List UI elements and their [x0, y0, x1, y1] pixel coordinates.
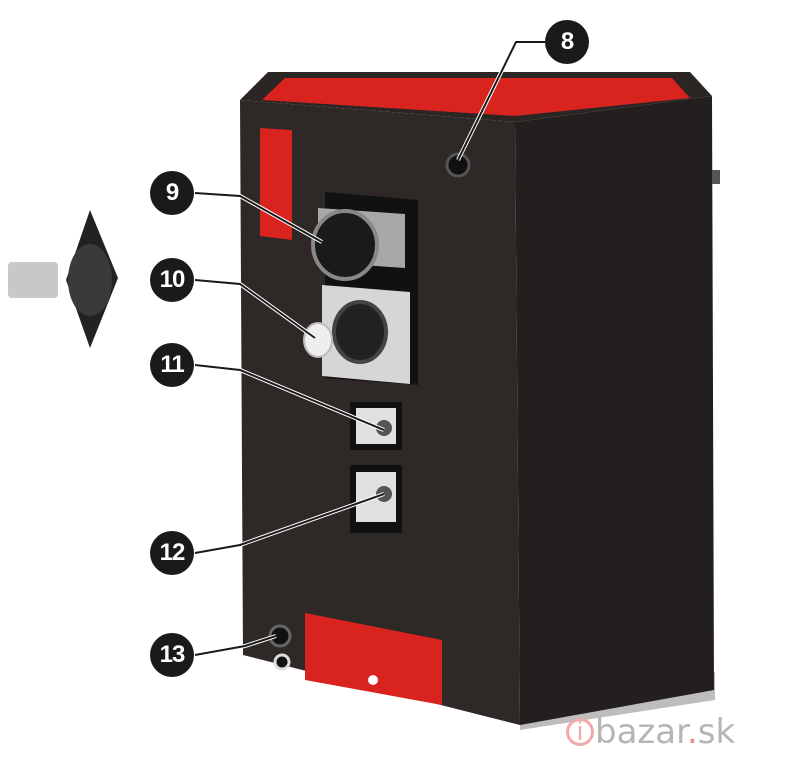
callout-9: 9	[150, 171, 194, 215]
burner-socket	[332, 300, 388, 364]
top-red-panel	[262, 78, 690, 116]
info-icon: i	[566, 718, 594, 746]
watermark-logo: i bazar.sk	[566, 712, 735, 752]
callout-8: 8	[545, 20, 589, 64]
callout-13: 13	[150, 633, 194, 677]
burner-tube	[8, 262, 58, 298]
connection-8	[445, 152, 471, 178]
flue-outlet-9	[311, 209, 379, 281]
side-fitting	[712, 170, 720, 184]
callout-12: 12	[150, 531, 194, 575]
ash-door	[305, 613, 442, 705]
drain-valve	[273, 653, 291, 671]
callout-10: 10	[150, 258, 194, 302]
callout-lines	[194, 41, 545, 656]
side-panel	[515, 96, 714, 725]
callout-11: 11	[150, 343, 194, 387]
burner-tube-10	[303, 322, 333, 358]
watermark-text: bazar.sk	[595, 712, 736, 752]
